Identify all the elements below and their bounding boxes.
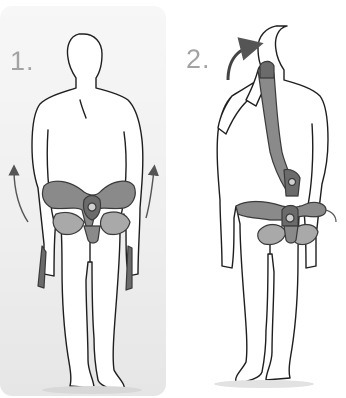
- ground-shadow-1: [42, 386, 142, 394]
- up-arrow-icon-right: [146, 170, 154, 218]
- ground-shadow-2: [214, 380, 314, 388]
- up-arrow-icon-left: [14, 170, 28, 222]
- curved-arrow-icon: [228, 46, 252, 80]
